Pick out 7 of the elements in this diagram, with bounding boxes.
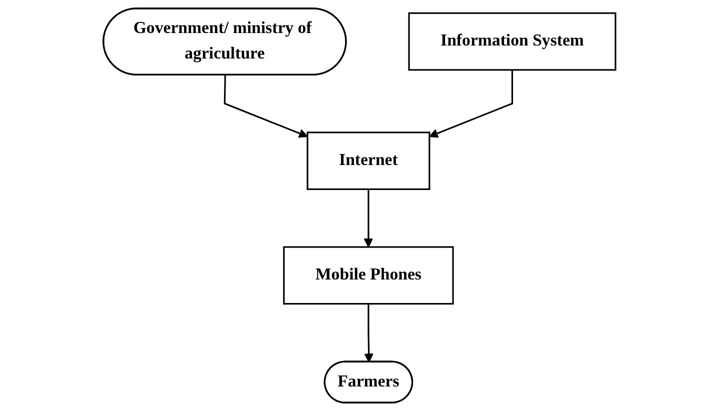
node-box: Information System <box>408 12 616 71</box>
arrow <box>363 189 373 248</box>
arrow <box>428 70 513 138</box>
arrow <box>223 75 308 138</box>
node-box: Mobile Phones <box>282 246 454 305</box>
arrow <box>364 304 373 363</box>
node-box: Internet <box>306 132 430 190</box>
